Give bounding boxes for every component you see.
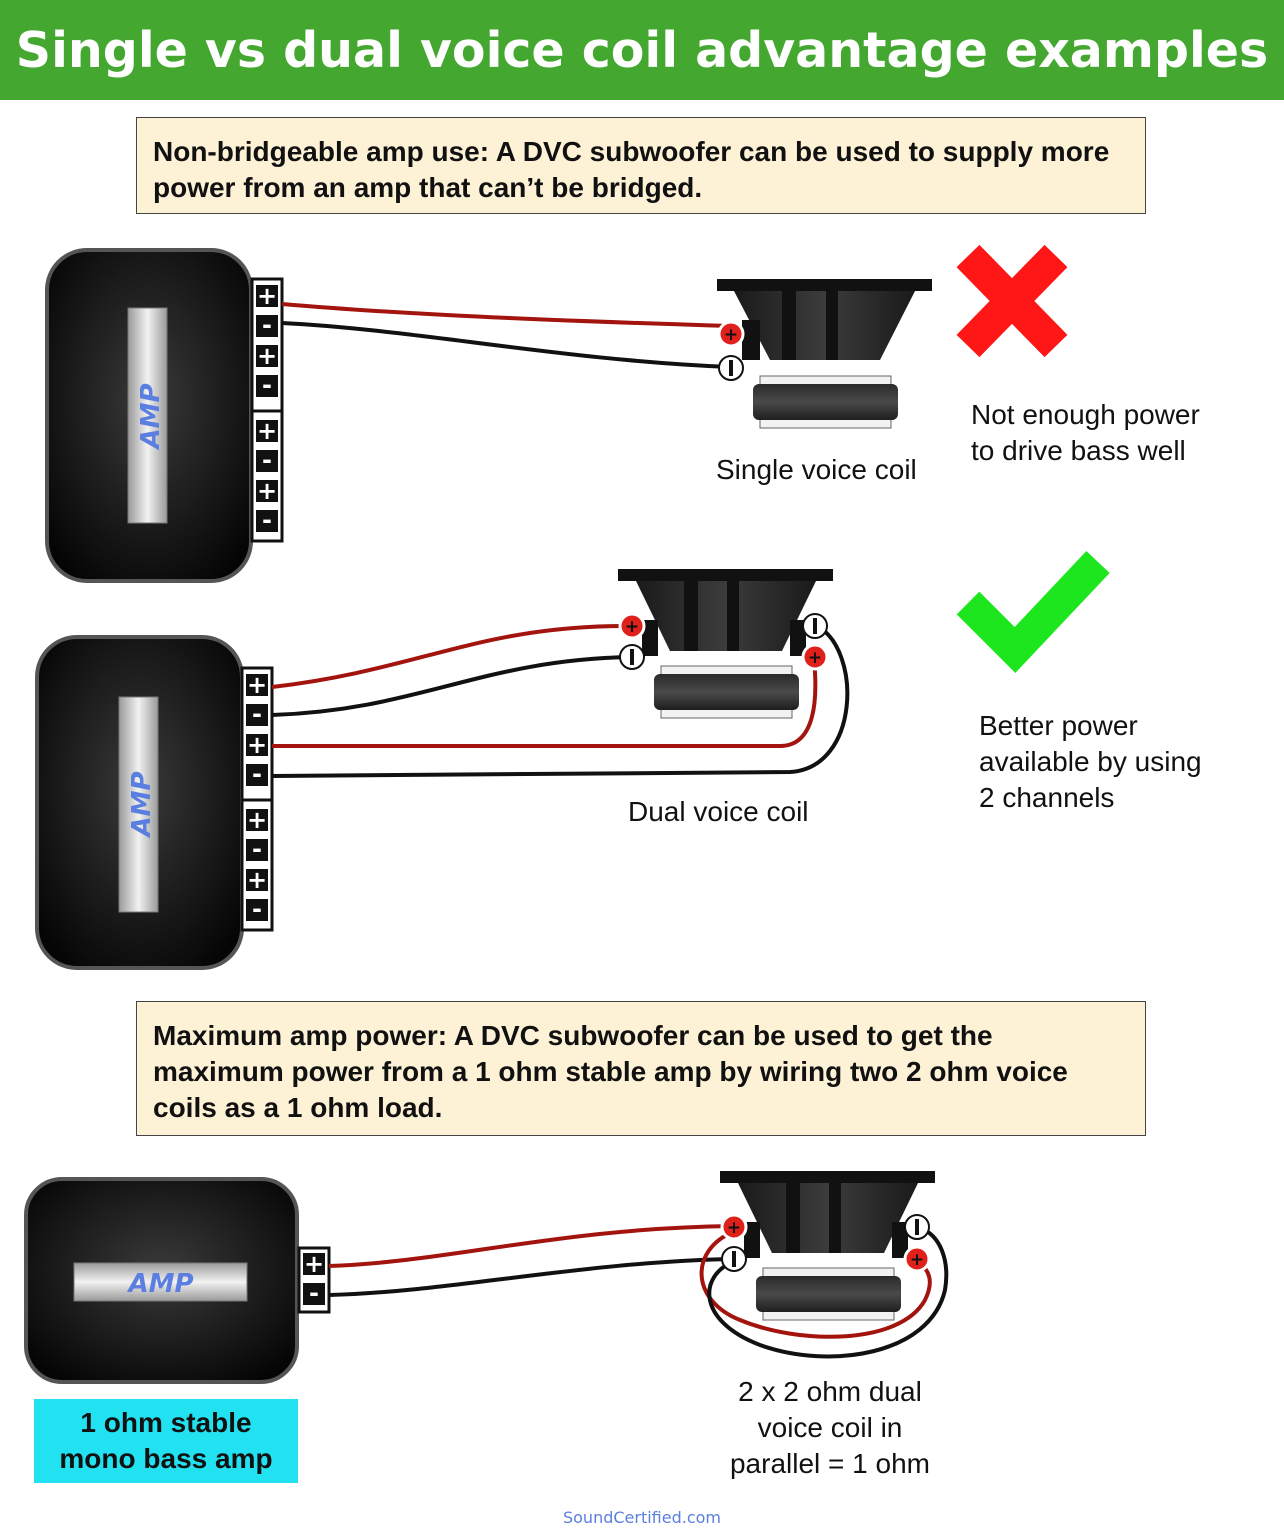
amp-1-label: AMP [136, 383, 166, 450]
parallel-label-line-2: voice coil in [757, 1412, 903, 1443]
title-banner: Single vs dual voice coil advantage exam… [0, 0, 1284, 100]
amp-3-terminal-minus: - [309, 1279, 319, 1307]
cross-icon [956, 244, 1068, 358]
dual-result-line-2: available by using [979, 746, 1202, 777]
amp-3: AMP + - [24, 1177, 331, 1384]
amp-2-terminal-minus: - [252, 760, 262, 788]
amp-2-terminal-minus: - [252, 835, 262, 863]
dual-result-line-3: 2 channels [979, 782, 1115, 813]
wire-black-2b [271, 624, 850, 778]
amp-badge: 1 ohm stable mono bass amp [34, 1399, 298, 1483]
terminal-positive-icon [801, 643, 829, 671]
amp-1: AMP + - + - + - + - [45, 248, 284, 583]
wire-red-parallel [699, 1230, 932, 1339]
wire-black-parallel [707, 1226, 949, 1359]
terminal-positive-icon [618, 612, 646, 640]
amp-badge-line-2: mono bass amp [59, 1443, 273, 1474]
amp-2-label: AMP [127, 771, 157, 838]
terminal-positive-icon [903, 1245, 931, 1273]
amp-1-terminal-plus: + [257, 342, 277, 370]
svg-text:+: + [808, 648, 822, 668]
terminal-positive-icon [720, 1213, 748, 1241]
svg-text:+: + [724, 325, 738, 345]
terminal-positive-icon [717, 320, 745, 348]
amp-2-terminal-block: + - + - + - + - [240, 666, 274, 932]
amp-1-terminal-minus: - [262, 446, 272, 474]
wire-red-1 [281, 302, 731, 328]
note-non-bridgeable: Non-bridgeable amp use: A DVC subwoofer … [136, 117, 1146, 214]
amp-2-terminal-minus: - [252, 700, 262, 728]
amp-1-terminal-plus: + [257, 477, 277, 505]
wire-black-3 [328, 1257, 734, 1297]
amp-1-terminal-plus: + [257, 282, 277, 310]
note-maximum-power: Maximum amp power: A DVC subwoofer can b… [136, 1001, 1146, 1136]
page-title: Single vs dual voice coil advantage exam… [15, 21, 1269, 79]
amp-2-terminal-plus: + [247, 806, 267, 834]
dual-voice-coil-label: Dual voice coil [628, 796, 809, 827]
amp-3-terminal-block: + - [297, 1246, 331, 1314]
amp-3-label: AMP [126, 1269, 193, 1299]
amp-3-terminal-plus: + [304, 1250, 324, 1278]
amp-1-terminal-minus: - [262, 311, 272, 339]
single-voice-coil-label: Single voice coil [716, 454, 917, 485]
parallel-label-line-3: parallel = 1 ohm [729, 1448, 930, 1479]
speaker-dual-voice-coil-parallel: + + [720, 1171, 935, 1321]
wire-black-2a [271, 655, 631, 717]
svg-text:+: + [727, 1218, 741, 1238]
amp-badge-line-1: 1 ohm stable [80, 1407, 252, 1438]
amp-1-terminal-plus: + [257, 417, 277, 445]
svg-text:+: + [910, 1250, 924, 1270]
single-result-line-2: to drive bass well [971, 435, 1186, 466]
check-icon [956, 551, 1110, 673]
amp-2: AMP + - + - + - + - [35, 635, 274, 970]
wire-black-1 [281, 321, 731, 369]
amp-2-terminal-plus: + [247, 671, 267, 699]
amp-1-terminal-minus: - [262, 371, 272, 399]
svg-text:+: + [625, 617, 639, 637]
dual-result-line-1: Better power [979, 710, 1138, 741]
parallel-label-line-1: 2 x 2 ohm dual [738, 1376, 922, 1407]
wire-red-2b [272, 659, 818, 748]
amp-2-terminal-plus: + [247, 866, 267, 894]
wire-red-2a [271, 623, 631, 689]
amp-1-terminal-block: + - + - + - + - [250, 277, 284, 543]
wire-red-3 [328, 1224, 734, 1268]
speaker-dual-voice-coil: + + [618, 569, 833, 719]
amp-2-terminal-plus: + [247, 731, 267, 759]
single-result-line-1: Not enough power [971, 399, 1200, 430]
parallel-label: 2 x 2 ohm dual voice coil in parallel = … [700, 1374, 960, 1482]
speaker-single-voice-coil: + [717, 279, 932, 429]
footer-watermark: SoundCertified.com [562, 1508, 722, 1527]
amp-1-terminal-minus: - [262, 506, 272, 534]
amp-2-terminal-minus: - [252, 895, 262, 923]
